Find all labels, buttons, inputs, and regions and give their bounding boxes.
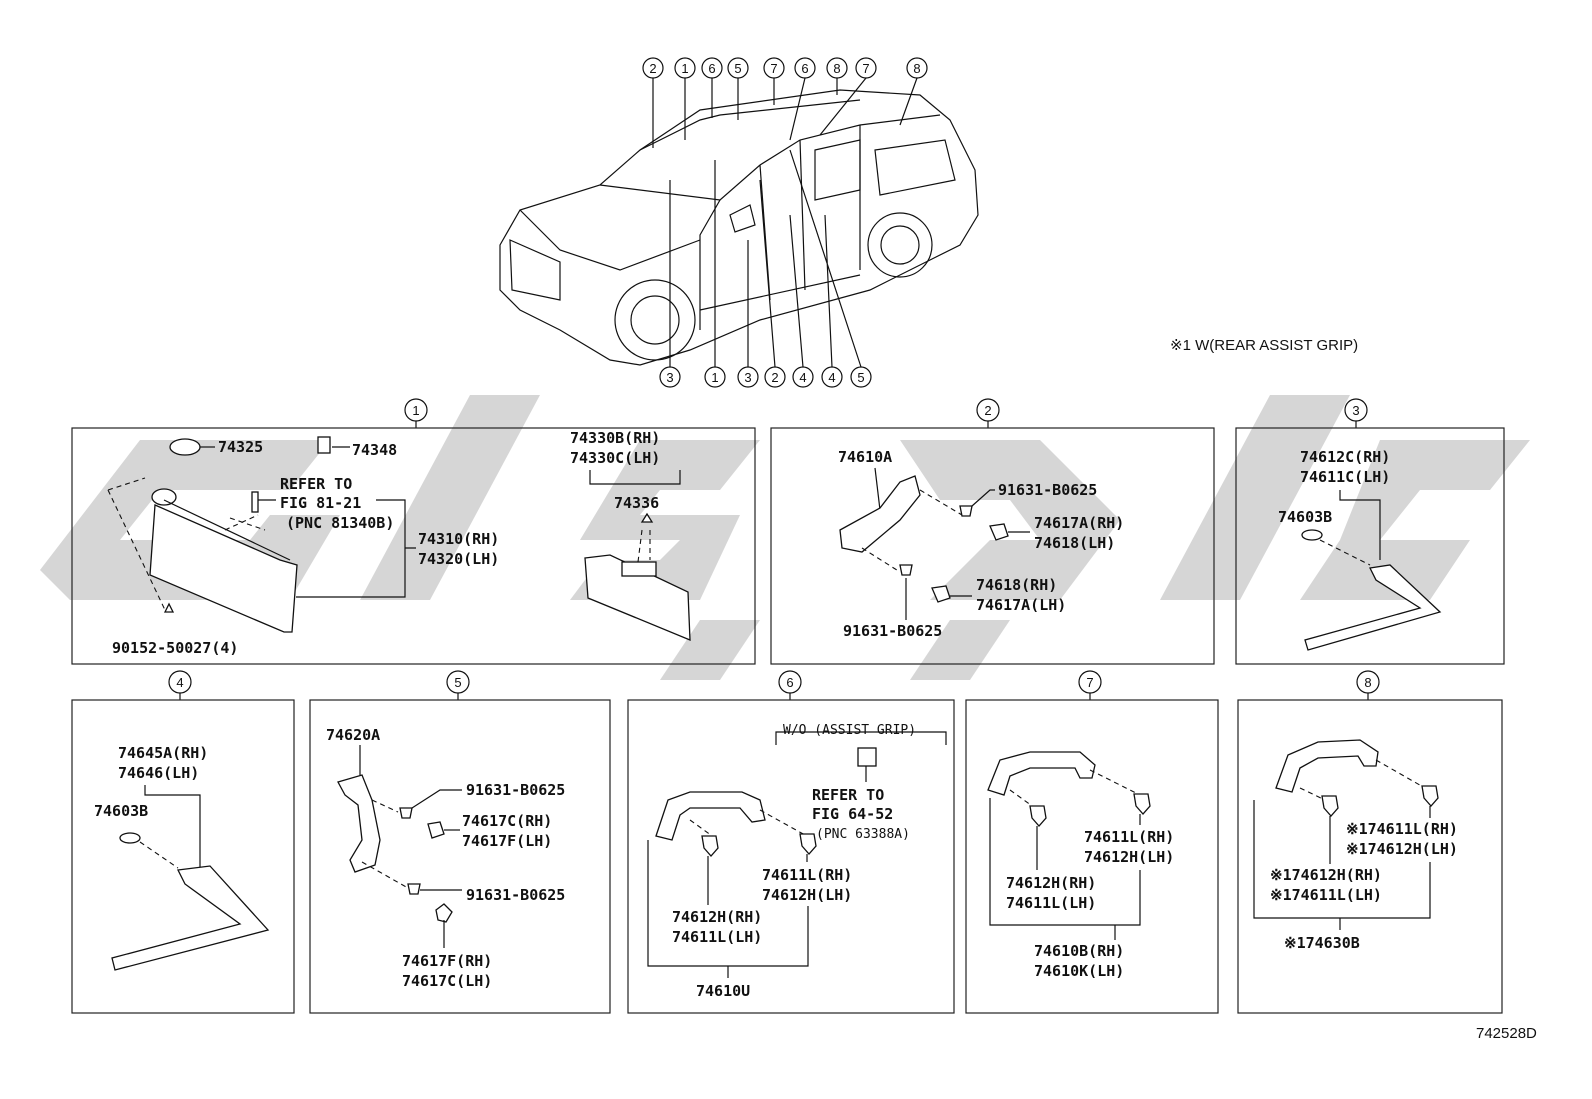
part-label: 74612H(RH) <box>672 908 762 926</box>
part-label: FIG 81-21 <box>280 494 361 512</box>
part-label: FIG 64-52 <box>812 805 893 823</box>
footnote-text: ※1 W(REAR ASSIST GRIP) <box>1170 337 1358 354</box>
svg-text:6: 6 <box>786 675 793 690</box>
part-label: REFER TO <box>280 475 352 493</box>
part-label: 74611L(RH) <box>762 866 852 884</box>
part-label: 74611L(LH) <box>672 928 762 946</box>
svg-text:4: 4 <box>828 370 835 385</box>
panel-3: 3 74612C(RH) 74611C(LH) 74603B <box>1235 398 1505 665</box>
part-label: 74603B <box>94 802 148 820</box>
part-label: 90152-50027(4) <box>112 639 238 657</box>
part-label: 74336 <box>614 494 659 512</box>
svg-text:8: 8 <box>833 61 840 76</box>
panel-4: 4 74645A(RH) 74646(LH) 74603B <box>71 670 295 1014</box>
part-label: 74618(RH) <box>976 576 1057 594</box>
svg-text:2: 2 <box>649 61 656 76</box>
part-label: 74348 <box>352 441 397 459</box>
part-label: 74610A <box>838 448 892 466</box>
part-label: 74611C(LH) <box>1300 468 1390 486</box>
svg-text:1: 1 <box>681 61 688 76</box>
panel-8: 8 ※174611L(RH) ※174612H(LH) ※174612H(RH)… <box>1237 670 1503 1014</box>
part-label: 91631-B0625 <box>466 781 565 799</box>
part-label: 74610K(LH) <box>1034 962 1124 980</box>
panel-1: 1 74325 74348 REFER TO FIG 81-21 (PNC 81… <box>71 398 756 665</box>
part-label: 74611L(LH) <box>1006 894 1096 912</box>
part-label: 74610B(RH) <box>1034 942 1124 960</box>
part-label: 74617C(RH) <box>462 812 552 830</box>
part-label: 74617F(RH) <box>402 952 492 970</box>
part-label: (PNC 81340B) <box>286 514 394 532</box>
part-label: (PNC 63388A) <box>816 827 910 842</box>
car-callouts-top: 2 1 6 5 7 6 8 7 8 <box>642 57 928 148</box>
part-label: 74611L(RH) <box>1084 828 1174 846</box>
part-label: ※174612H(LH) <box>1346 840 1458 858</box>
part-label: W/O (ASSIST GRIP) <box>783 723 916 738</box>
svg-text:7: 7 <box>770 61 777 76</box>
part-label: 74320(LH) <box>418 550 499 568</box>
part-label: 91631-B0625 <box>843 622 942 640</box>
part-label: 74617A(LH) <box>976 596 1066 614</box>
part-label: 74603B <box>1278 508 1332 526</box>
part-label: 74612C(RH) <box>1300 448 1390 466</box>
part-label: 74618(LH) <box>1034 534 1115 552</box>
part-label: 74330B(RH) <box>570 429 660 447</box>
panel-6: 6 W/O (ASSIST GRIP) REFER TO FIG 64-52 (… <box>627 670 955 1014</box>
svg-text:1: 1 <box>711 370 718 385</box>
svg-text:8: 8 <box>913 61 920 76</box>
svg-text:6: 6 <box>708 61 715 76</box>
part-label: ※174611L(RH) <box>1346 820 1458 838</box>
part-label: 74617F(LH) <box>462 832 552 850</box>
svg-text:4: 4 <box>176 675 183 690</box>
svg-text:5: 5 <box>857 370 864 385</box>
svg-text:3: 3 <box>744 370 751 385</box>
part-label: 74612H(LH) <box>1084 848 1174 866</box>
part-label: ※174612H(RH) <box>1270 866 1382 884</box>
svg-text:3: 3 <box>1352 403 1359 418</box>
part-label: 74645A(RH) <box>118 744 208 762</box>
vehicle-illustration <box>499 89 979 366</box>
svg-text:8: 8 <box>1364 675 1371 690</box>
svg-text:3: 3 <box>666 370 673 385</box>
panel-2: 2 74610A 91631-B0625 74617A(RH) 74618(LH… <box>770 398 1215 665</box>
svg-text:2: 2 <box>984 403 991 418</box>
part-label: 74325 <box>218 438 263 456</box>
part-label: 91631-B0625 <box>466 886 565 904</box>
part-label: 74612H(RH) <box>1006 874 1096 892</box>
part-label: 74310(RH) <box>418 530 499 548</box>
panel-5: 5 74620A 91631-B0625 74617C(RH) 74617F(L… <box>309 670 611 1014</box>
part-label: 74612H(LH) <box>762 886 852 904</box>
part-label: 74610U <box>696 982 750 1000</box>
panel-7: 7 74611L(RH) 74612H(LH) 74612H(RH) 74611… <box>965 670 1219 1014</box>
svg-text:7: 7 <box>1086 675 1093 690</box>
part-label: 91631-B0625 <box>998 481 1097 499</box>
svg-text:6: 6 <box>801 61 808 76</box>
car-callouts-bottom: 3 1 3 2 4 4 5 <box>659 149 872 388</box>
part-label: 74646(LH) <box>118 764 199 782</box>
svg-text:5: 5 <box>454 675 461 690</box>
part-label: REFER TO <box>812 786 884 804</box>
svg-text:5: 5 <box>734 61 741 76</box>
svg-text:4: 4 <box>799 370 806 385</box>
part-label: 74620A <box>326 726 380 744</box>
part-label: 74617C(LH) <box>402 972 492 990</box>
svg-text:7: 7 <box>862 61 869 76</box>
svg-text:2: 2 <box>771 370 778 385</box>
diagram-id: 742528D <box>1476 1025 1537 1042</box>
part-label: 74330C(LH) <box>570 449 660 467</box>
svg-text:1: 1 <box>412 403 419 418</box>
part-label: ※174630B <box>1284 934 1360 952</box>
part-label: ※174611L(LH) <box>1270 886 1382 904</box>
part-label: 74617A(RH) <box>1034 514 1124 532</box>
